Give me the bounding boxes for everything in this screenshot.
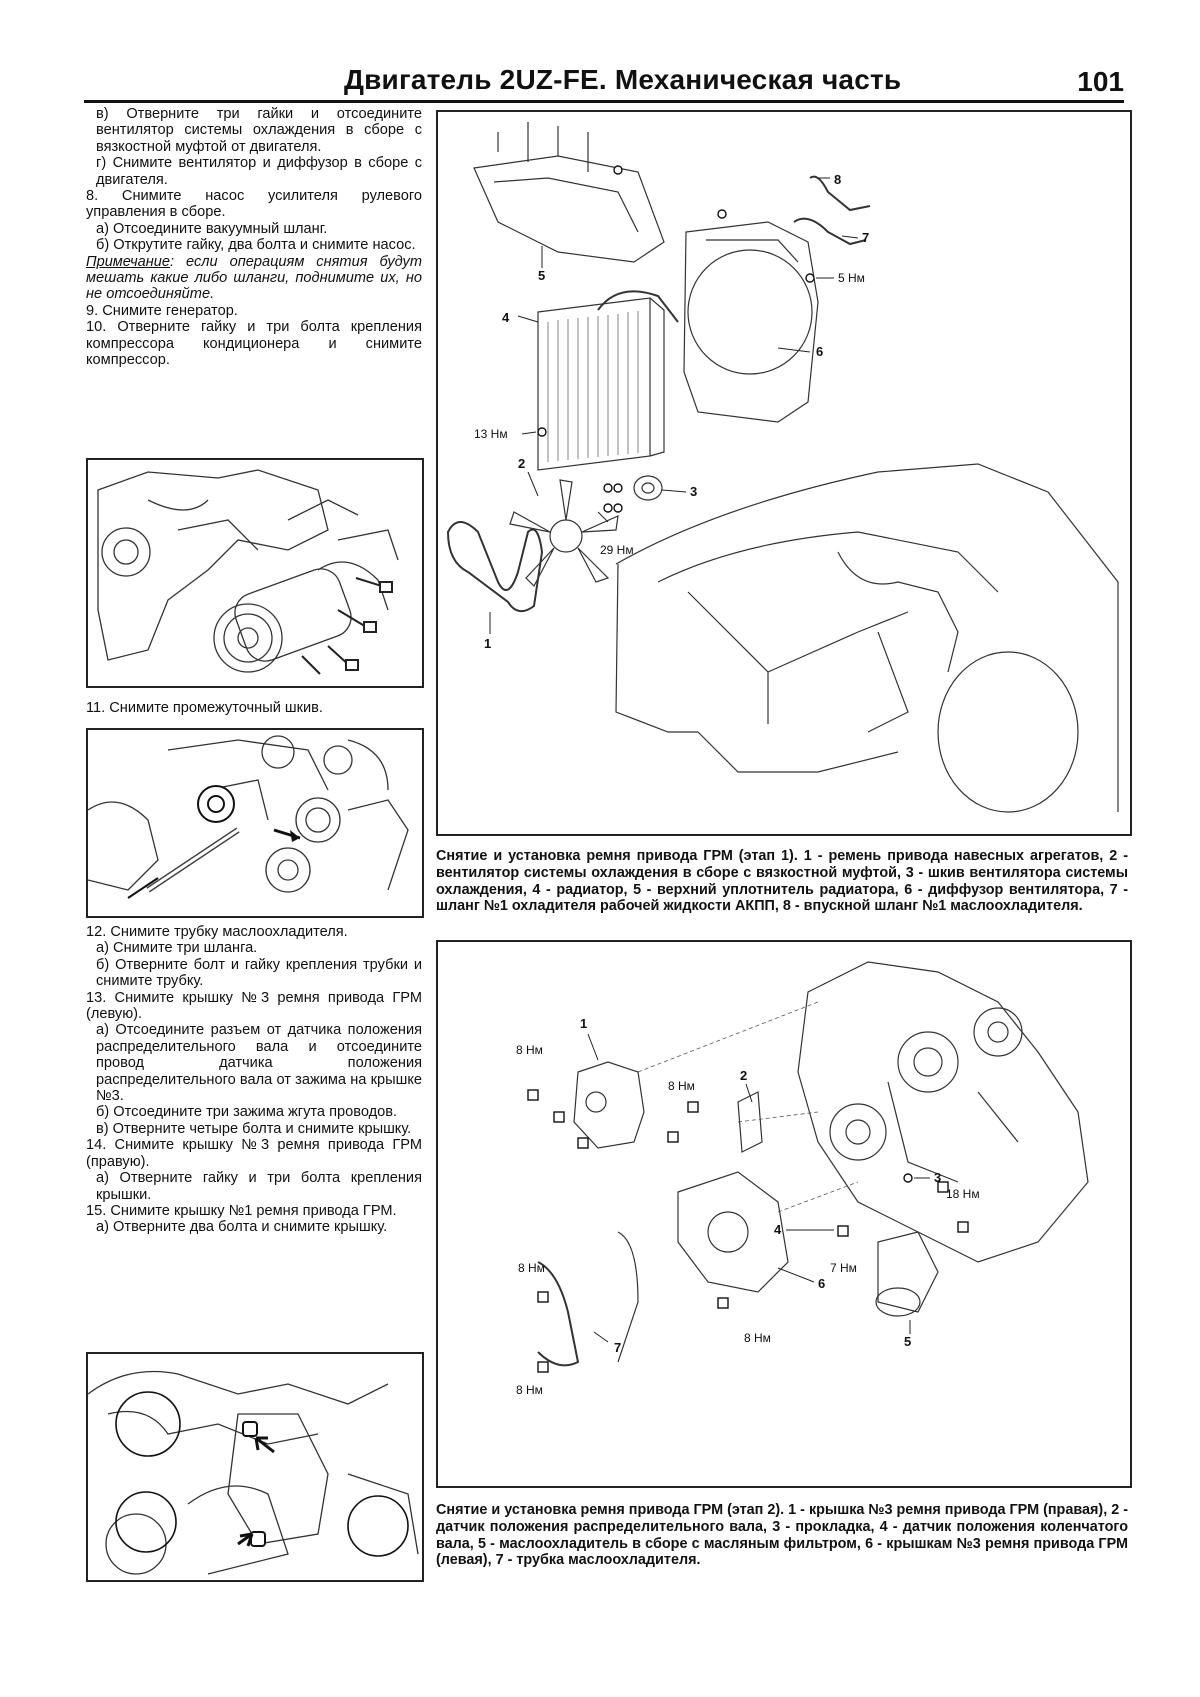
timing-cover-figure <box>86 1352 424 1582</box>
callout-1: 1 <box>580 1016 587 1031</box>
paragraph: г) Снимите вентилятор и диффузор в сборе… <box>96 155 422 188</box>
text-block-3: 12. Снимите трубку маслоохладителя. а) С… <box>86 924 422 1236</box>
callout-2: 2 <box>518 456 525 471</box>
paragraph: в) Отверните четыре болта и снимите крыш… <box>96 1120 412 1137</box>
text-block-1: в) Отверните три гайки и отсоедините вен… <box>86 106 422 369</box>
note-text: : если операциям снятия будут мешать как… <box>86 253 422 303</box>
torque-7nm: 7 Нм <box>830 1261 857 1275</box>
left-column: в) Отверните три гайки и отсоедините вен… <box>86 106 422 369</box>
paragraph: а) Отсоедините вакуумный шланг. <box>96 220 328 237</box>
paragraph: б) Отсоедините три зажима жгута проводов… <box>96 1104 398 1121</box>
paragraph: 12. Снимите трубку маслоохладителя. <box>86 924 348 940</box>
torque-8nm-c: 8 Нм <box>518 1261 545 1275</box>
belt-removal-stage1-illustration: 5 4 6 8 7 5 Нм 13 Нм 2 3 29 Нм 1 <box>446 122 1119 813</box>
paragraph: 14. Снимите крышку №3 ремня привода ГРМ … <box>86 1137 422 1170</box>
compressor-figure <box>86 458 424 688</box>
page-number: 101 <box>1077 66 1124 97</box>
timing-cover-illustration <box>88 1370 419 1575</box>
callout-5: 5 <box>904 1334 911 1349</box>
callout-3: 3 <box>934 1170 941 1185</box>
compressor-illustration <box>97 469 399 675</box>
paragraph: в) Отверните три гайки и отсоедините вен… <box>96 106 422 155</box>
torque-8nm-e: 8 Нм <box>516 1383 543 1397</box>
paragraph: б) Открутите гайку, два болта и снимите … <box>96 237 416 254</box>
step-11-text: 11. Снимите промежуточный шкив. <box>86 700 323 716</box>
torque-8nm-d: 8 Нм <box>744 1331 771 1345</box>
callout-7: 7 <box>862 230 869 245</box>
figure-1-diagram: 5 4 6 8 7 5 Нм 13 Нм 2 3 29 Нм 1 <box>436 110 1132 836</box>
callout-4: 4 <box>502 310 510 325</box>
callout-5: 5 <box>538 268 545 283</box>
torque-18nm: 18 Нм <box>946 1187 980 1201</box>
idler-pulley-illustration <box>88 735 409 899</box>
paragraph: а) Отверните два болта и снимите крышку. <box>96 1219 388 1236</box>
note-paragraph: Примечание: если операциям снятия будут … <box>86 254 422 303</box>
callout-4: 4 <box>774 1222 782 1237</box>
torque-5nm: 5 Нм <box>838 271 865 285</box>
page-title: Двигатель 2UZ-FE. Механическая часть <box>344 64 902 95</box>
callout-7: 7 <box>614 1340 621 1355</box>
paragraph: 13. Снимите крышку №3 ремня привода ГРМ … <box>86 989 422 1023</box>
torque-29nm: 29 Нм <box>600 543 634 557</box>
paragraph: б) Отверните болт и гайку крепления труб… <box>96 956 422 990</box>
figure-2-diagram: 1 2 3 4 5 6 7 8 Нм 8 Нм 18 Нм 7 Нм 8 Нм … <box>436 940 1132 1488</box>
torque-8nm-b: 8 Нм <box>668 1079 695 1093</box>
belt-removal-stage2-illustration: 1 2 3 4 5 6 7 8 Нм 8 Нм 18 Нм 7 Нм 8 Нм … <box>516 961 1089 1397</box>
callout-3: 3 <box>690 484 697 499</box>
paragraph: а) Отверните гайку и три болта крепления… <box>96 1170 422 1203</box>
page-header: Двигатель 2UZ-FE. Механическая часть 101 <box>84 62 1124 103</box>
torque-13nm: 13 Нм <box>474 427 508 441</box>
callout-1: 1 <box>484 636 491 651</box>
paragraph: а) Отсоедините разъем от датчика положен… <box>96 1022 422 1105</box>
torque-8nm-a: 8 Нм <box>516 1043 543 1057</box>
figure-1-caption: Снятие и установка ремня привода ГРМ (эт… <box>436 848 1128 915</box>
paragraph: 8. Снимите насос усилителя рулевого упра… <box>86 188 422 221</box>
idler-pulley-figure <box>86 728 424 918</box>
header-rule <box>84 100 1124 103</box>
callout-2: 2 <box>740 1068 747 1083</box>
callout-6: 6 <box>816 344 823 359</box>
paragraph: 10. Отверните гайку и три болта креплени… <box>86 319 422 369</box>
paragraph: 9. Снимите генератор. <box>86 302 238 319</box>
figure-2-caption: Снятие и установка ремня привода ГРМ (эт… <box>436 1502 1128 1569</box>
callout-8: 8 <box>834 172 841 187</box>
callout-6: 6 <box>818 1276 825 1291</box>
paragraph: 15. Снимите крышку №1 ремня привода ГРМ. <box>86 1202 397 1219</box>
paragraph: а) Снимите три шланга. <box>96 940 258 957</box>
note-label: Примечание <box>86 253 171 270</box>
